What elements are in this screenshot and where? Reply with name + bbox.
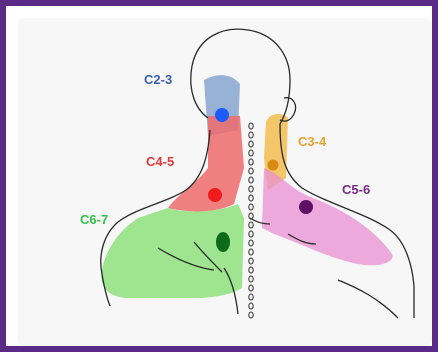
dot-c5-6 bbox=[299, 200, 313, 214]
spine-vertebrae bbox=[249, 123, 253, 318]
label-c5-6: C5-6 bbox=[342, 182, 370, 197]
zone-c5-6 bbox=[262, 168, 393, 265]
dot-c3-4 bbox=[268, 160, 279, 171]
diagram-canvas: C2-3 C3-4 C4-5 C5-6 C6-7 bbox=[18, 18, 432, 346]
dot-c4-5 bbox=[208, 188, 222, 202]
zone-c4-5 bbox=[168, 116, 244, 211]
label-c2-3: C2-3 bbox=[144, 72, 172, 87]
label-c6-7: C6-7 bbox=[80, 212, 108, 227]
cervical-referral-diagram: C2-3 C3-4 C4-5 C5-6 C6-7 bbox=[18, 18, 432, 346]
dot-c6-7 bbox=[216, 232, 230, 252]
label-c4-5: C4-5 bbox=[146, 154, 174, 169]
label-c3-4: C3-4 bbox=[298, 134, 327, 149]
dot-c2-3 bbox=[215, 108, 229, 122]
